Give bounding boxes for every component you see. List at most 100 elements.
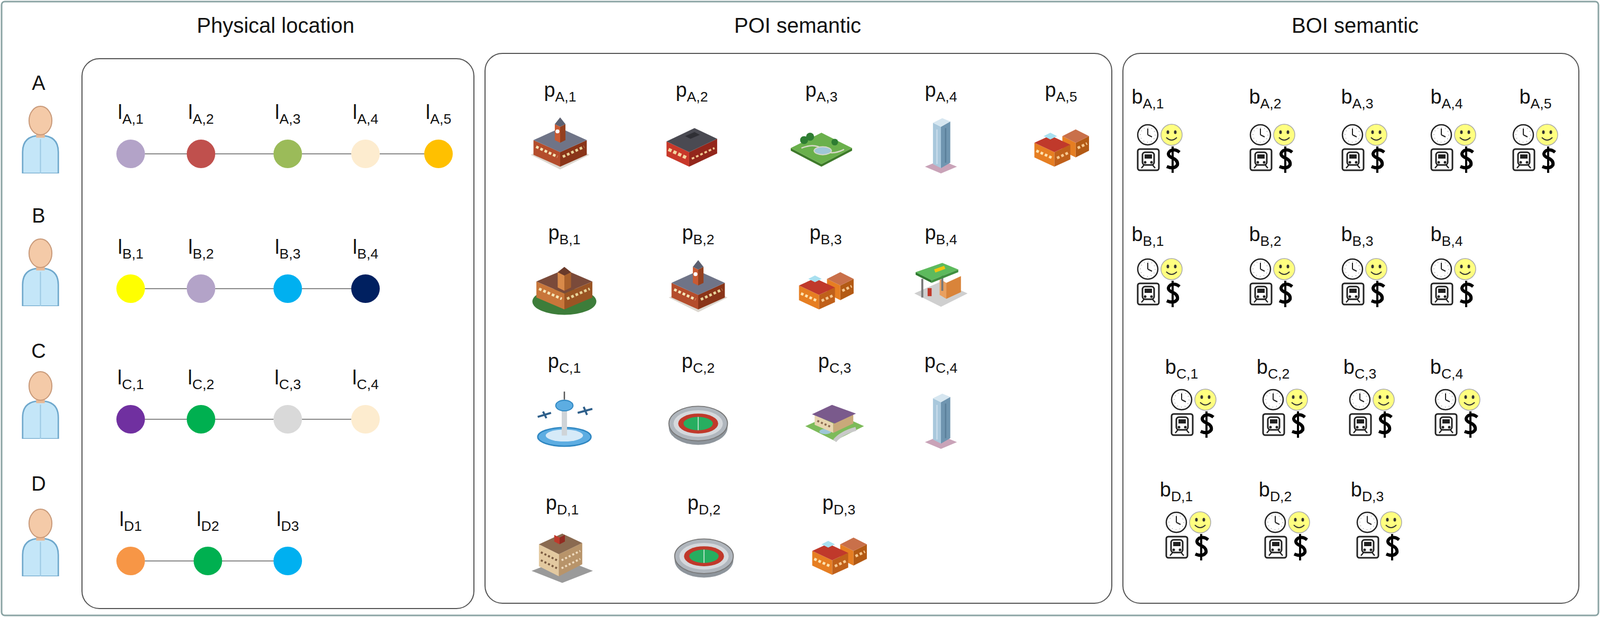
subscript: D2 — [200, 518, 219, 535]
location-label: lB,3 — [275, 236, 301, 262]
subscript: A,3 — [1352, 95, 1374, 112]
location-label: lB,4 — [352, 236, 379, 262]
location-circle: lB,4 — [351, 274, 380, 304]
semantic-label: pD,2 — [687, 492, 721, 518]
panel-heading: Physical location — [196, 13, 355, 38]
panel-box: POI semantic — [484, 52, 1113, 605]
subscript: B,3 — [1352, 233, 1374, 250]
location-circle: lC,4 — [351, 405, 380, 434]
trajectory-link — [302, 418, 352, 420]
semantic-label: bD,3 — [1350, 479, 1385, 505]
subscript: C,3 — [279, 376, 301, 393]
subscript: A,2 — [687, 88, 709, 105]
location-circle: lC,2 — [186, 405, 216, 434]
subscript: C,4 — [935, 360, 958, 377]
panel-heading: POI semantic — [734, 13, 862, 38]
subscript: B,1 — [559, 231, 581, 248]
semantic-label: bA,1 — [1131, 86, 1164, 112]
subscript: A,4 — [936, 88, 958, 105]
poi-icons — [531, 117, 1090, 583]
semantic-label: pB,3 — [809, 222, 842, 248]
panel-box: BOI semantic — [1122, 52, 1580, 605]
user-label: A — [31, 72, 45, 95]
subscript: D,2 — [1269, 488, 1292, 505]
subscript: C,4 — [357, 376, 379, 393]
subscript: B,2 — [693, 231, 715, 248]
location-label: lA,3 — [275, 101, 301, 127]
location-label: lC,2 — [187, 367, 215, 393]
subscript: A,1 — [555, 88, 577, 105]
location-label: lD2 — [196, 508, 219, 535]
semantic-label: pA,2 — [675, 79, 708, 105]
subscript: A,1 — [1143, 95, 1165, 112]
subscript: C,2 — [692, 360, 715, 377]
panel-box: Physical locationlA,1lA,2lA,3lA,4lA,5lB,… — [81, 58, 475, 610]
location-label: lA,5 — [425, 101, 452, 127]
subscript: D3 — [280, 518, 299, 535]
user-label: B — [31, 205, 45, 228]
subscript: A,2 — [1260, 95, 1282, 112]
semantic-label: pC,2 — [681, 350, 716, 377]
subscript: A,4 — [1441, 95, 1464, 112]
subscript: D,3 — [1361, 488, 1384, 505]
trajectory-link — [302, 153, 352, 155]
subscript: D,1 — [1171, 488, 1193, 505]
subscript: A,5 — [1056, 88, 1078, 105]
semantic-label: pB,4 — [924, 222, 957, 248]
subscript: D,1 — [556, 501, 579, 518]
trajectory-link — [215, 418, 274, 420]
semantic-label: pA,1 — [543, 79, 576, 105]
semantic-label: bA,2 — [1248, 86, 1282, 112]
semantic-label: bA,3 — [1340, 86, 1374, 112]
subscript: B,3 — [820, 231, 843, 248]
subscript: C,1 — [1176, 366, 1199, 382]
semantic-label: bC,2 — [1256, 356, 1291, 382]
trajectory-link — [379, 153, 425, 155]
subscript: A,3 — [279, 111, 301, 127]
semantic-label: bB,3 — [1340, 223, 1374, 250]
location-circle: lD1 — [116, 546, 145, 576]
subscript: A,2 — [192, 111, 214, 127]
subscript: C,3 — [1354, 366, 1377, 382]
location-circle: lD2 — [193, 546, 223, 576]
user-label: C — [31, 340, 46, 363]
location-label: lD3 — [276, 508, 299, 535]
location-label: lD1 — [119, 508, 142, 535]
semantic-label: pD,3 — [822, 492, 856, 518]
location-circle: lA,1 — [116, 139, 145, 169]
trajectory-link — [144, 418, 187, 420]
semantic-label: bC,1 — [1165, 356, 1199, 382]
semantic-label: bD,1 — [1159, 479, 1194, 505]
semantic-label: bD,2 — [1258, 479, 1293, 505]
location-circle: lD3 — [273, 546, 303, 576]
semantic-label: pA,5 — [1044, 79, 1077, 105]
subscript: D,3 — [833, 501, 856, 518]
subscript: B,2 — [192, 245, 214, 262]
subscript: D1 — [123, 518, 142, 535]
semantic-label: bC,4 — [1430, 356, 1464, 382]
subscript: B,2 — [1260, 233, 1282, 250]
subscript: C,4 — [1441, 366, 1464, 382]
location-label: lA,2 — [188, 101, 214, 127]
subscript: C,1 — [559, 360, 581, 377]
semantic-label: bA,5 — [1519, 86, 1552, 112]
location-circle: lB,1 — [116, 274, 145, 304]
trajectory-link — [302, 288, 352, 290]
trajectory-link — [222, 560, 274, 562]
location-circle: lA,3 — [273, 139, 303, 169]
subscript: C,2 — [1267, 366, 1290, 382]
location-circle: lC,1 — [116, 405, 145, 434]
location-label: lB,2 — [188, 236, 214, 262]
subscript: A,5 — [1530, 95, 1552, 112]
subscript: B,4 — [357, 245, 379, 262]
semantic-label: pC,1 — [547, 350, 582, 377]
subscript: C,2 — [192, 376, 215, 393]
subscript: C,3 — [829, 360, 852, 377]
trajectory-link — [144, 153, 187, 155]
location-circle: lC,3 — [273, 405, 303, 434]
subscript: B,1 — [122, 245, 144, 262]
subscript: B,3 — [279, 245, 301, 262]
